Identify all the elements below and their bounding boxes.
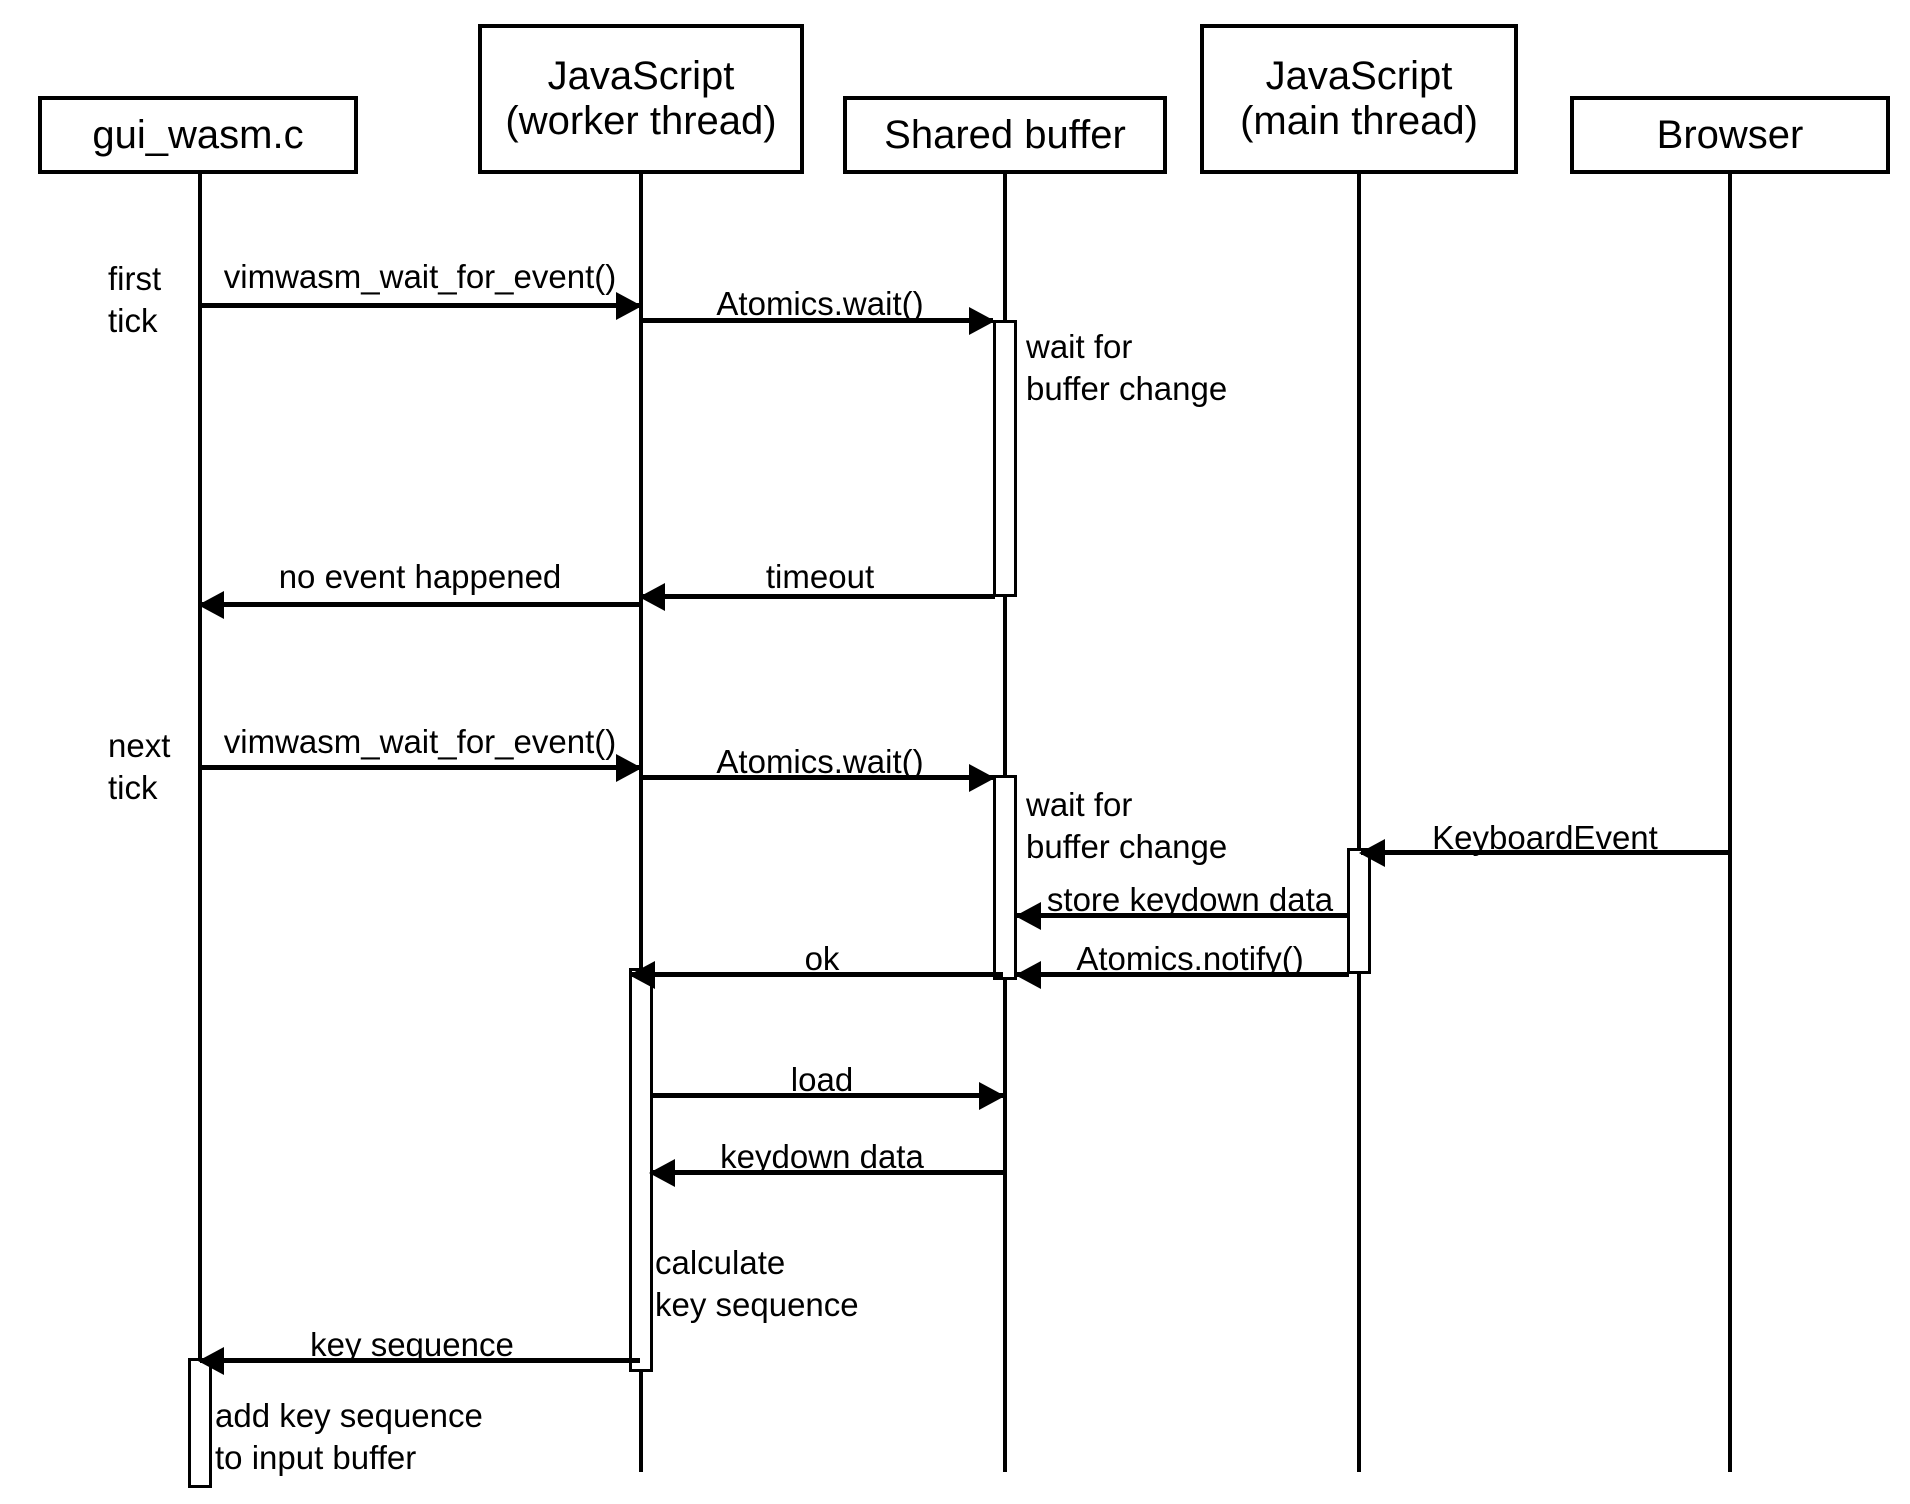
lifeline-gui-wasm <box>198 174 202 1472</box>
message-label-keydown-data: keydown data <box>720 1138 924 1175</box>
participant-box-js-main[interactable]: JavaScript (main thread) <box>1200 24 1518 174</box>
tick-label-next: next tick <box>108 727 171 807</box>
message-label-keyboard-event: KeyboardEvent <box>1432 819 1658 856</box>
message-label-no-event-happened: no event happened <box>278 558 562 595</box>
message-label-atomics-notify: Atomics.notify() <box>1076 940 1304 977</box>
participant-box-shared-buffer[interactable]: Shared buffer <box>843 96 1167 174</box>
participant-box-js-worker[interactable]: JavaScript (worker thread) <box>478 24 804 174</box>
message-label-timeout: timeout <box>765 558 875 595</box>
participant-label-shared-buffer: Shared buffer <box>884 112 1126 157</box>
message-label-vimwasm-wait-for-event-2: vimwasm_wait_for_event() <box>223 723 617 760</box>
participant-label-js-main: JavaScript (main thread) <box>1240 54 1478 143</box>
activation-shared-buffer-first-wait <box>993 320 1017 597</box>
participant-label-gui-wasm: gui_wasm.c <box>92 112 304 157</box>
message-label-atomics-wait-1: Atomics.wait() <box>716 285 924 322</box>
activation-shared-buffer-second-wait <box>993 775 1017 980</box>
note-calculate-key-sequence: calculate key sequence <box>655 1244 859 1324</box>
activation-gui-wasm <box>188 1358 212 1488</box>
participant-box-gui-wasm[interactable]: gui_wasm.c <box>38 96 358 174</box>
lifeline-js-worker <box>639 174 643 1472</box>
note-wait-for-buffer-change-1: wait for buffer change <box>1026 328 1228 408</box>
participant-box-browser[interactable]: Browser <box>1570 96 1890 174</box>
message-label-store-keydown-data: store keydown data <box>1046 881 1334 918</box>
message-label-key-sequence: key sequence <box>310 1326 514 1363</box>
note-add-key-sequence-to-input-buffer: add key sequence to input buffer <box>215 1397 483 1477</box>
message-label-ok: ok <box>804 940 840 977</box>
message-label-atomics-wait-2: Atomics.wait() <box>716 743 924 780</box>
message-label-vimwasm-wait-for-event-1: vimwasm_wait_for_event() <box>223 258 617 295</box>
lifeline-browser <box>1728 174 1732 1472</box>
participant-label-browser: Browser <box>1656 112 1804 157</box>
tick-label-first: first tick <box>108 260 162 340</box>
participant-label-js-worker: JavaScript (worker thread) <box>505 54 777 143</box>
activation-js-main <box>1347 848 1371 974</box>
lifeline-js-main <box>1357 174 1361 1472</box>
message-label-load: load <box>790 1061 854 1098</box>
note-wait-for-buffer-change-2: wait for buffer change <box>1026 786 1228 866</box>
